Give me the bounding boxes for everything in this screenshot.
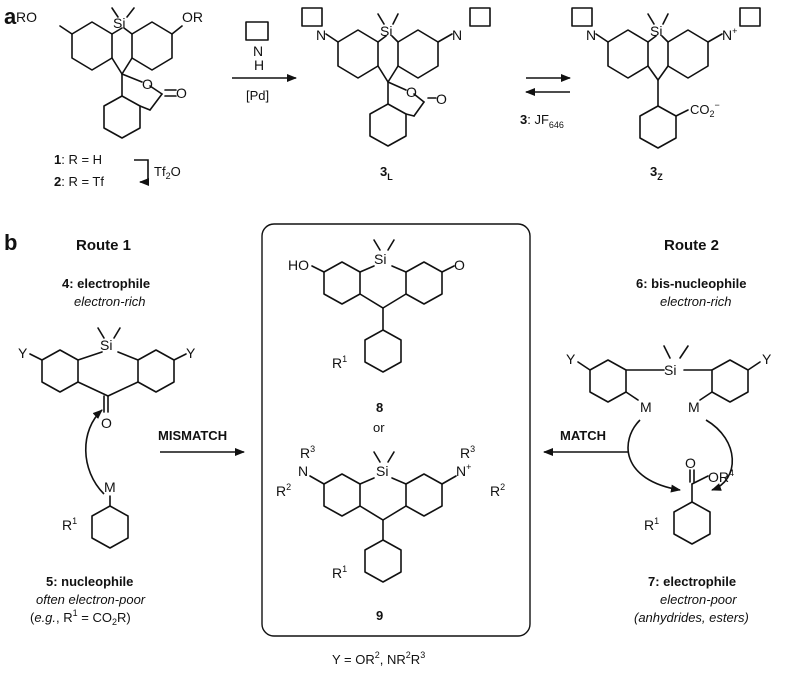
atom-Si: Si bbox=[113, 15, 125, 31]
compound9-R2-left: R2 bbox=[276, 482, 291, 499]
compound6-M-left: M bbox=[640, 399, 652, 415]
atom-O-carbonyl: O bbox=[176, 85, 187, 101]
3Z-N-left: N bbox=[586, 27, 596, 43]
compound8-Si: Si bbox=[374, 251, 386, 267]
panel-label-a: a bbox=[4, 4, 17, 29]
route1-nucleophile-desc: often electron-poor bbox=[36, 592, 146, 607]
compound-4-structure bbox=[29, 327, 187, 413]
compound7-OR4: OR4 bbox=[708, 468, 734, 485]
compound5-R1: R1 bbox=[62, 516, 77, 533]
compound-3L-structure bbox=[301, 7, 491, 147]
mismatch-label: MISMATCH bbox=[158, 428, 227, 443]
3Z-N-plus: N+ bbox=[722, 26, 737, 43]
atom-O-ring: O bbox=[142, 76, 153, 92]
route1-example: (e.g., R1 = CO2R) bbox=[30, 608, 131, 627]
route1-electrophile-role: 4: electrophile bbox=[62, 276, 150, 291]
route2-title: Route 2 bbox=[664, 237, 719, 254]
route1-title: Route 1 bbox=[76, 237, 131, 254]
route1-nucleophile-role: 5: nucleophile bbox=[46, 574, 133, 589]
atom-OR: OR bbox=[182, 9, 203, 25]
compound4-Y-right: Y bbox=[186, 345, 196, 361]
3L-N-left: N bbox=[316, 27, 326, 43]
compound-8-structure bbox=[311, 239, 455, 373]
compound-3Z-label: 3Z bbox=[650, 164, 663, 182]
3Z-Si: Si bbox=[650, 23, 662, 39]
azetidine-reagent bbox=[245, 21, 269, 41]
compound7-R1: R1 bbox=[644, 516, 659, 533]
compound9-Si: Si bbox=[376, 463, 388, 479]
azetidine-H: H bbox=[254, 57, 264, 73]
pd-label: [Pd] bbox=[246, 88, 269, 103]
route2-bisnucleophile-desc: electron-rich bbox=[660, 294, 732, 309]
compound-8-label: 8 bbox=[376, 400, 383, 415]
3L-N-right: N bbox=[452, 27, 462, 43]
product-box bbox=[261, 223, 531, 637]
compound-9-label: 9 bbox=[376, 608, 383, 623]
compound5-M: M bbox=[104, 479, 116, 495]
compound4-Y-left: Y bbox=[18, 345, 28, 361]
compound9-R2-right: R2 bbox=[490, 482, 505, 499]
compound6-Y-left: Y bbox=[566, 351, 576, 367]
compound9-N-plus: N+ bbox=[456, 462, 471, 479]
jf646-label: 3: JF646 bbox=[520, 112, 564, 130]
compound8-R1: R1 bbox=[332, 354, 347, 371]
compound-1-label: 1: R = H bbox=[54, 152, 102, 167]
compound-1-2-structure bbox=[59, 7, 183, 139]
route1-attack-arrow bbox=[85, 409, 105, 495]
compound-2-label: 2: R = Tf bbox=[54, 174, 104, 189]
3L-Si: Si bbox=[380, 23, 392, 39]
compound9-R1: R1 bbox=[332, 564, 347, 581]
panel-label-b: b bbox=[4, 230, 17, 255]
match-label: MATCH bbox=[560, 428, 606, 443]
route2-electrophile-desc: electron-poor bbox=[660, 592, 737, 607]
compound-5-structure bbox=[91, 495, 129, 549]
route2-bisnucleophile-role: 6: bis-nucleophile bbox=[636, 276, 747, 291]
3Z-carboxylate: CO2− bbox=[690, 100, 720, 119]
tf2o-label: Tf2O bbox=[154, 164, 181, 181]
compound4-Si: Si bbox=[100, 337, 112, 353]
azetidine-N: N bbox=[253, 43, 263, 59]
compound-9-structure bbox=[309, 451, 457, 583]
compound-3L-label: 3L bbox=[380, 164, 393, 182]
compound6-M-right: M bbox=[688, 399, 700, 415]
route1-electrophile-desc: electron-rich bbox=[74, 294, 146, 309]
route2-electrophile-examples: (anhydrides, esters) bbox=[634, 610, 749, 625]
compound9-R3-right: R3 bbox=[460, 444, 475, 461]
or-label: or bbox=[373, 420, 385, 435]
3L-O-carbonyl: O bbox=[436, 91, 447, 107]
compound-6-structure bbox=[577, 345, 761, 403]
compound-7-structure bbox=[673, 469, 711, 545]
route2-attack-arrow-left bbox=[627, 419, 681, 493]
y-definition: Y = OR2, NR2R3 bbox=[332, 650, 425, 667]
compound6-Si: Si bbox=[664, 362, 676, 378]
compound6-Y-right: Y bbox=[762, 351, 772, 367]
compound4-O: O bbox=[101, 415, 112, 431]
atom-RO: RO bbox=[16, 9, 37, 25]
route2-electrophile-role: 7: electrophile bbox=[648, 574, 736, 589]
compound8-HO: HO bbox=[288, 257, 309, 273]
tf2o-arrow bbox=[134, 159, 149, 186]
compound9-R3-left: R3 bbox=[300, 444, 315, 461]
compound9-N-left: N bbox=[298, 463, 308, 479]
route2-attack-arrow-right bbox=[705, 419, 734, 491]
compound-3Z-structure bbox=[571, 7, 761, 149]
compound8-O: O bbox=[454, 257, 465, 273]
compound7-O: O bbox=[685, 455, 696, 471]
3L-O-ring: O bbox=[406, 84, 417, 100]
